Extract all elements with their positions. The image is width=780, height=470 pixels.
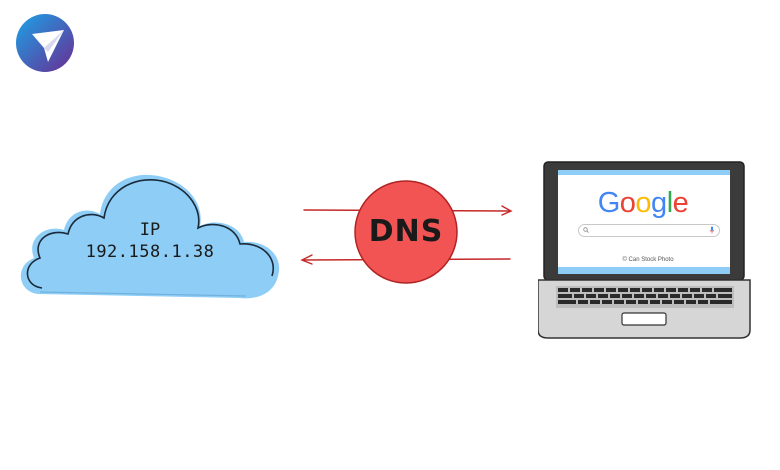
brand-letter: o (619, 187, 636, 219)
laptop-icon (538, 161, 751, 339)
search-icon (583, 227, 589, 233)
brand-letter: e (672, 187, 689, 219)
ip-label: IP (139, 220, 161, 240)
dns-label: DNS (368, 214, 444, 249)
search-bar[interactable] (578, 224, 720, 237)
brand-letter: g (651, 187, 667, 219)
paper-plane-logo-icon (16, 14, 74, 72)
ip-address: 192.158.1.38 (85, 242, 215, 262)
brand-letter: G (597, 187, 621, 219)
mic-icon (710, 226, 714, 234)
dns-server-circle (354, 180, 458, 284)
cloud-shape (20, 174, 280, 299)
stock-credit: © Can Stock Photo (622, 257, 674, 263)
brand-letter: o (635, 187, 652, 219)
google-logo: Google (562, 187, 724, 220)
brand-letter: l (666, 187, 673, 219)
